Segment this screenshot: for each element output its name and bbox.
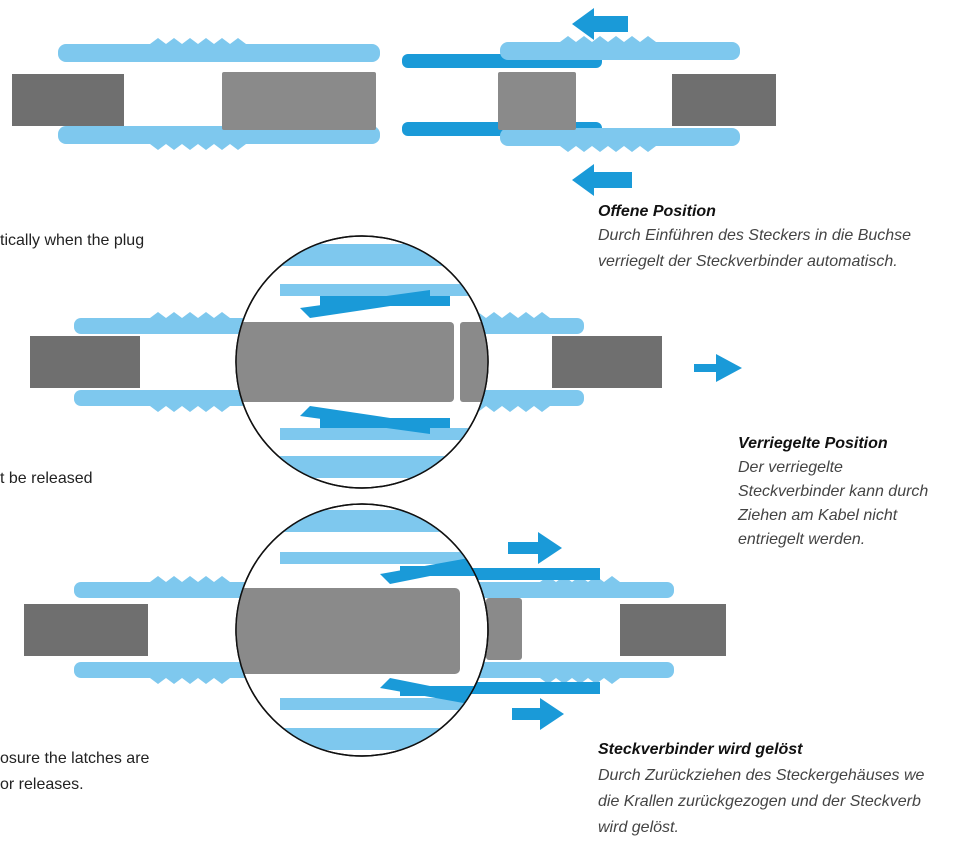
housing-bottom-right xyxy=(500,128,740,146)
row-locked-diagram xyxy=(30,235,742,489)
caption-locked-title: Verriegelte Position xyxy=(738,435,888,452)
cable-right xyxy=(620,604,726,656)
caption-release-title: Steckverbinder wird gelöst xyxy=(598,741,803,758)
housing-bottom-left xyxy=(58,126,380,144)
row-release-diagram xyxy=(24,503,726,757)
arrow-right-bottom xyxy=(512,698,564,730)
housing-teeth-top-left xyxy=(150,38,246,44)
caption-open-line1: Durch Einführen des Steckers in die Buch… xyxy=(598,227,912,244)
caption-locked-line1: Der verriegelte xyxy=(738,459,843,476)
arrow-left-top xyxy=(572,8,628,40)
caption-release-line1: Durch Zurückziehen des Steckergehäuses w… xyxy=(598,767,925,784)
left-text-release-2: or releases. xyxy=(0,776,84,793)
cable-right xyxy=(672,74,776,126)
left-text-release-1: osure the latches are xyxy=(0,750,150,767)
cable-left xyxy=(30,336,140,388)
left-text-locked: t be released xyxy=(0,470,93,487)
housing-top-right xyxy=(500,42,740,60)
arrow-right xyxy=(694,354,742,382)
caption-locked-line2: Steckverbinder kann durch xyxy=(738,483,929,500)
caption-release-line2: die Krallen zurückgezogen und der Steckv… xyxy=(598,793,921,810)
housing-top-left xyxy=(58,44,380,62)
caption-locked-line4: entriegelt werden. xyxy=(738,531,866,548)
plug-body-right xyxy=(498,72,576,130)
left-text-open: tically when the plug xyxy=(0,232,145,249)
housing-teeth-bottom-right xyxy=(560,146,656,152)
arrow-right-top xyxy=(508,532,562,564)
row-open-diagram xyxy=(12,8,776,196)
caption-locked-line3: Ziehen am Kabel nicht xyxy=(738,507,898,524)
arrow-left-bottom xyxy=(572,164,632,196)
housing-teeth-top-right xyxy=(560,36,656,42)
caption-release-line3: wird gelöst. xyxy=(598,819,679,836)
cable-right xyxy=(552,336,662,388)
housing-teeth-bottom-left xyxy=(150,144,246,150)
caption-open-line2: verriegelt der Steckverbinder automatisc… xyxy=(598,253,898,270)
cable-left xyxy=(12,74,124,126)
plug-body-left xyxy=(222,72,376,130)
caption-open-title: Offene Position xyxy=(598,203,716,220)
cable-left xyxy=(24,604,148,656)
